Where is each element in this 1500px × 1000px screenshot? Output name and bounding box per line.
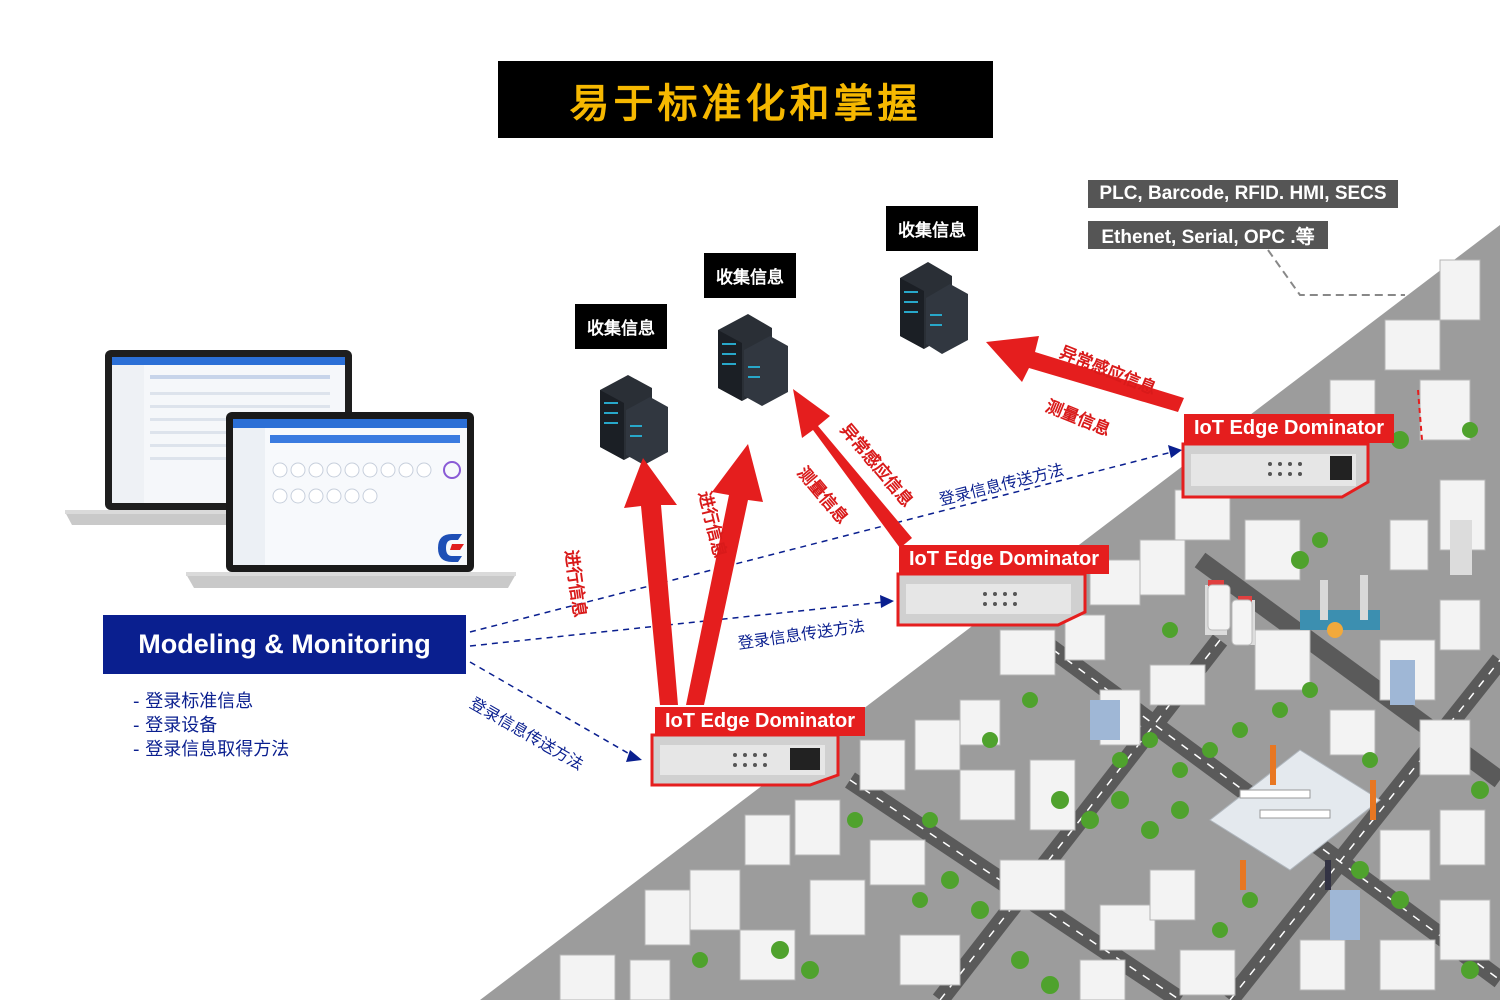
transfer-arrows [469,451,1173,757]
collect-label-right: 收集信息 [886,206,978,251]
data-arrows [624,336,1184,705]
transfer-arrowhead-bottom [626,750,642,762]
iot-device-bottom [650,733,840,787]
transfer-arrowhead-middle [880,595,894,608]
iot-label-top: IoT Edge Dominator [1184,414,1394,443]
server-right [900,262,968,354]
iot-label-bottom: IoT Edge Dominator [655,707,865,736]
protocol-connector [1267,249,1405,296]
iot-label-middle: IoT Edge Dominator [899,545,1109,574]
page-title: 易于标准化和掌握 [498,61,993,138]
robotic-arms [1300,575,1380,638]
protocol-label-2: Ethenet, Serial, OPC .等 [1088,221,1328,249]
protocol-label-1: PLC, Barcode, RFID. HMI, SECS [1088,180,1398,208]
server-left [600,375,668,465]
cooling-towers [1207,584,1253,646]
factory-floor [1209,745,1381,890]
modeling-item: - 登录设备 [133,715,218,736]
modeling-monitoring-box: Modeling & Monitoring [103,615,466,674]
app-logo-icon [438,534,462,562]
collect-label-left: 收集信息 [575,304,667,349]
modeling-item: - 登录标准信息 [133,691,254,712]
server-middle [718,314,788,406]
laptop-front [186,412,516,588]
transfer-arrowhead-top [1168,445,1182,458]
iot-device-top [1181,442,1370,499]
collect-label-middle: 收集信息 [704,253,796,298]
modeling-list: - 登录标准信息 - 登录设备 - 登录信息取得方法 [133,690,289,762]
iot-device-middle [896,572,1087,627]
modeling-item: - 登录信息取得方法 [133,739,290,760]
